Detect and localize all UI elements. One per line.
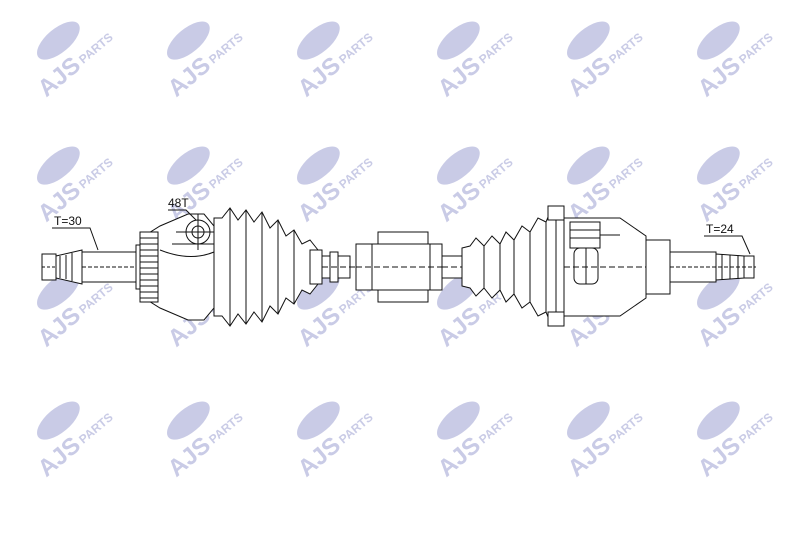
watermark-suffix: PARTS xyxy=(206,155,245,191)
watermark-brand: AJS xyxy=(163,432,216,483)
watermark-suffix: PARTS xyxy=(476,155,515,191)
watermark-brand: AJS xyxy=(693,52,746,103)
watermark-suffix: PARTS xyxy=(606,30,645,66)
watermark-brand: AJS xyxy=(433,52,486,103)
watermark-swoosh xyxy=(437,401,480,440)
watermark-brand: AJS xyxy=(693,302,746,353)
watermark-swoosh xyxy=(167,21,210,60)
inner-cv-housing xyxy=(563,217,647,317)
watermark-brand: AJS xyxy=(33,52,86,103)
watermark-suffix: PARTS xyxy=(606,410,645,446)
watermark-suffix: PARTS xyxy=(336,410,375,446)
watermark-swoosh xyxy=(697,401,740,440)
label-inner-spline: T=24 xyxy=(706,222,734,236)
watermark-swoosh xyxy=(167,146,210,185)
watermark-swoosh xyxy=(697,271,740,310)
watermark-brand: AJS xyxy=(433,302,486,353)
watermark-suffix: PARTS xyxy=(736,155,775,191)
watermark-suffix: PARTS xyxy=(76,155,115,191)
watermark-swoosh xyxy=(567,401,610,440)
watermark-brand: AJS xyxy=(33,302,86,353)
outer-cv-joint xyxy=(135,213,222,321)
watermark-suffix: PARTS xyxy=(606,155,645,191)
watermark-swoosh xyxy=(297,271,340,310)
watermark-brand: AJS xyxy=(693,432,746,483)
watermark-suffix: PARTS xyxy=(206,30,245,66)
watermark-suffix: PARTS xyxy=(336,155,375,191)
watermark-swoosh xyxy=(567,21,610,60)
inner-stub-shaft xyxy=(645,239,756,295)
watermark-suffix: PARTS xyxy=(336,30,375,66)
drive-shaft xyxy=(41,205,756,327)
watermark-brand: AJS xyxy=(293,177,346,228)
watermark-swoosh xyxy=(167,401,210,440)
watermark-swoosh xyxy=(437,146,480,185)
watermark-brand: AJS xyxy=(563,432,616,483)
outer-stub-shaft xyxy=(41,249,137,285)
leader-inner-spline xyxy=(704,235,751,255)
leader-outer-spline xyxy=(52,227,99,251)
watermark-suffix: PARTS xyxy=(76,30,115,66)
leader-abs-ring xyxy=(168,209,197,221)
watermark-suffix: PARTS xyxy=(76,410,115,446)
watermark-swoosh xyxy=(37,401,80,440)
watermark-swoosh xyxy=(297,401,340,440)
damper xyxy=(355,231,443,303)
watermark-swoosh xyxy=(297,21,340,60)
watermark-brand: AJS xyxy=(293,52,346,103)
watermark-suffix: PARTS xyxy=(736,30,775,66)
watermark-swoosh xyxy=(37,21,80,60)
watermark-suffix: PARTS xyxy=(736,280,775,316)
watermark-swoosh xyxy=(297,146,340,185)
label-abs-ring: 48T xyxy=(168,196,189,210)
watermark-swoosh xyxy=(37,146,80,185)
watermark-brand: AJS xyxy=(293,432,346,483)
watermark-suffix: PARTS xyxy=(476,30,515,66)
watermark-suffix: PARTS xyxy=(476,410,515,446)
watermark-suffix: PARTS xyxy=(206,410,245,446)
watermark-brand: AJS xyxy=(33,432,86,483)
watermark-brand: AJS xyxy=(433,177,486,228)
watermark-brand: AJS xyxy=(563,52,616,103)
watermark-brand: AJS xyxy=(163,52,216,103)
watermark-swoosh xyxy=(437,21,480,60)
abs-ring xyxy=(139,231,159,303)
watermark-brand: AJS xyxy=(293,302,346,353)
watermark-suffix: PARTS xyxy=(736,410,775,446)
label-outer-spline: T=30 xyxy=(54,214,82,228)
watermark-swoosh xyxy=(567,146,610,185)
watermark-swoosh xyxy=(697,146,740,185)
watermark-swoosh xyxy=(697,21,740,60)
watermark-brand: AJS xyxy=(433,432,486,483)
watermark-brand: AJS xyxy=(693,177,746,228)
watermark-suffix: PARTS xyxy=(76,280,115,316)
